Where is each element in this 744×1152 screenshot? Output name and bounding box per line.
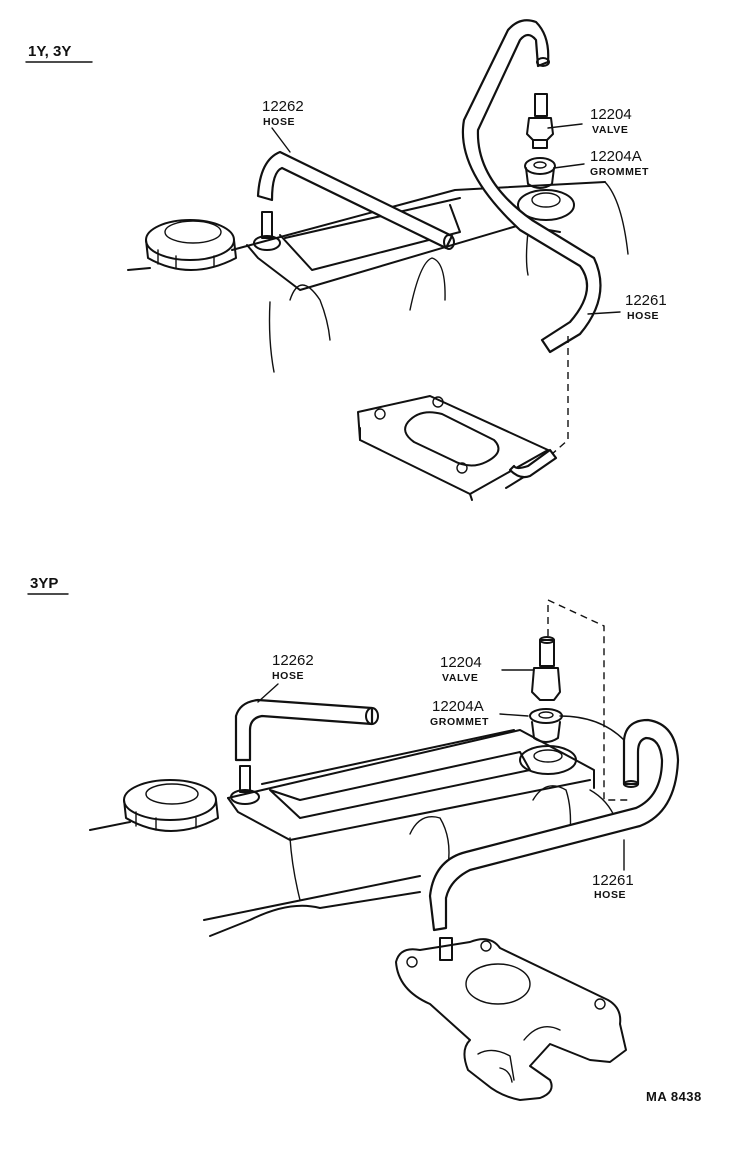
oil-filler-cap	[145, 219, 237, 271]
leader	[271, 127, 291, 153]
part-number: 12204	[590, 106, 632, 123]
grommet-12204a-lower	[519, 708, 577, 775]
hose-12261-upper	[461, 19, 602, 354]
leader	[559, 715, 625, 741]
part-number: 12204	[440, 654, 482, 671]
section-heading: 3YP	[30, 575, 58, 592]
leader	[587, 311, 621, 315]
diagram-code: MA 8438	[646, 1089, 702, 1104]
hose-12262-upper	[256, 150, 454, 250]
intake-fitting	[439, 937, 453, 961]
part-number: 12204A	[432, 698, 484, 715]
hose-12262-lower	[234, 698, 374, 762]
intake-manifold	[395, 938, 627, 1101]
part-name: HOSE	[594, 889, 626, 901]
part-number: 12204A	[590, 148, 642, 165]
cover-fitting	[253, 211, 281, 251]
part-name: HOSE	[272, 670, 304, 682]
pcv-valve-12204-upper	[526, 93, 554, 149]
part-name: HOSE	[263, 116, 295, 128]
leader	[499, 713, 529, 717]
cover-fitting	[230, 765, 260, 805]
part-number: 12262	[262, 98, 304, 115]
leader	[553, 163, 585, 169]
grommet-12204a-upper	[517, 157, 575, 221]
part-name: HOSE	[627, 310, 659, 322]
part-name: GROMMET	[430, 716, 489, 728]
part-name: VALVE	[442, 672, 478, 684]
section-1y-3y: 1Y, 3Y	[25, 19, 667, 501]
section-3yp: 3YP	[27, 575, 680, 1101]
valve-cover	[89, 729, 617, 937]
part-number: 12262	[272, 652, 314, 669]
pcv-valve-12204-lower	[531, 636, 561, 701]
part-number: 12261	[592, 872, 634, 889]
carburetor-spacer	[357, 395, 558, 501]
connection-dash-upper	[551, 336, 569, 455]
part-number: 12261	[625, 292, 667, 309]
oil-filler-cap	[123, 779, 219, 832]
part-name: GROMMET	[590, 166, 649, 178]
hose-12261-lower	[428, 718, 680, 932]
part-name: VALVE	[592, 124, 628, 136]
leader	[257, 683, 279, 703]
connection-dash-lower	[547, 598, 632, 801]
section-heading: 1Y, 3Y	[28, 43, 71, 60]
leader	[547, 123, 583, 129]
